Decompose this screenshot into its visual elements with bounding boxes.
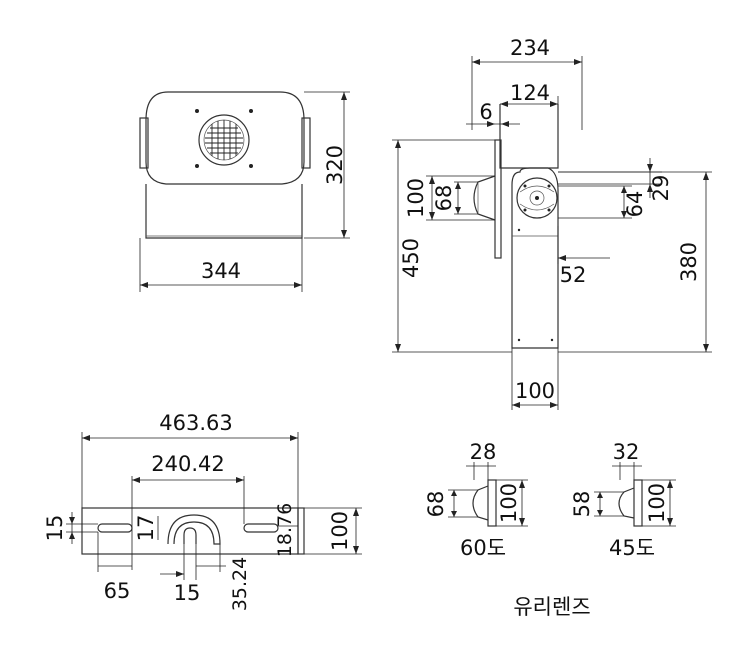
side-fan-size-label: 64 [623,191,647,218]
front-fan-icon [195,109,253,168]
side-fan-icon [516,177,558,219]
side-lens-outer-label: 100 [404,178,428,218]
lens-60-label: 60도 [460,536,506,560]
top-edge-offset-label: 18.76 [274,503,296,557]
side-view: 234 124 6 100 68 450 [392,36,712,410]
lens-45-view: 32 58 100 45도 [570,440,676,560]
top-slot-length-label: 65 [104,579,131,603]
lens-caption: 유리렌즈 [513,595,590,619]
side-mount-plate [494,139,502,259]
front-stand [145,184,303,239]
top-end-cap [297,507,305,555]
front-side-bracket-right [301,117,311,169]
lens-45-outer-label: 100 [645,483,669,523]
lens-60-outer-label: 100 [497,483,521,523]
lens-45-plate [633,479,643,527]
side-total-width-label: 234 [510,36,550,60]
side-fan-depth-label: 52 [560,263,587,287]
side-plate-thickness-label: 6 [479,100,492,124]
side-lens-inner-label: 68 [432,185,456,212]
front-side-bracket-left [139,117,149,169]
top-total-width-label: 463.63 [159,411,232,435]
front-width-label: 344 [201,259,241,283]
lens-60-profile [472,485,489,521]
front-height-label: 320 [323,145,347,185]
side-head-offset-label: 29 [649,175,673,202]
top-depth-label: 100 [328,511,352,551]
lens-45-inner-label: 58 [570,491,594,518]
lens-45-label: 45도 [609,536,655,560]
side-lens [473,175,496,221]
top-slot-left [97,523,133,533]
top-slot-span-label: 240.42 [151,452,224,476]
lens-60-view: 28 68 100 60도 [424,440,528,560]
lens-45-thickness-label: 32 [613,440,640,464]
lens-60-plate [487,479,497,527]
lens-60-thickness-label: 28 [470,440,497,464]
top-slot-right [243,523,279,533]
lens-60-inner-label: 68 [424,491,448,518]
front-view: 320 344 [139,91,350,292]
side-top-bracket [499,104,559,169]
side-pole-height-label: 380 [677,242,701,282]
top-slot-height-label: 15 [43,515,67,542]
side-pole-width-label: 100 [515,379,555,403]
top-view: 463.63 240.42 15 17 18.76 100 65 [43,411,362,611]
side-total-height-label: 450 [399,238,423,278]
side-head-pole [511,167,559,349]
top-slot-gap-label: 17 [134,515,158,542]
front-housing [145,91,305,185]
lens-45-profile [618,487,635,519]
top-handle-width-label: 15 [174,581,201,605]
top-handle-offset-label: 35.24 [229,557,251,611]
top-handle [167,514,221,545]
side-top-width-label: 124 [510,81,550,105]
